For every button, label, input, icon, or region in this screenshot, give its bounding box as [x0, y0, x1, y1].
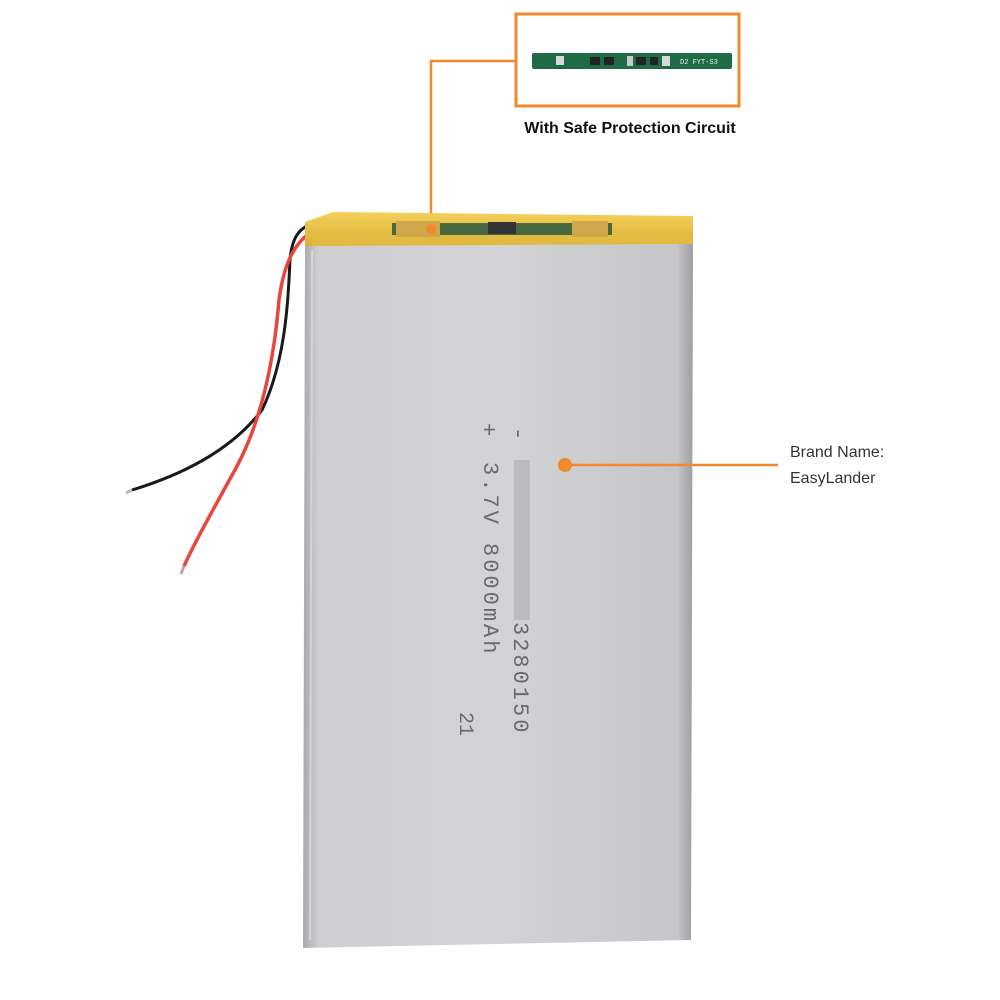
- pcb-component: [636, 57, 646, 65]
- terminal-plus-mark: +: [475, 423, 500, 436]
- red-wire: [182, 225, 323, 567]
- protection-circuit-label: With Safe Protection Circuit: [524, 120, 736, 137]
- battery-cell-body: [303, 244, 693, 948]
- pcb-marking: D2 FYT-S3: [680, 59, 718, 67]
- printed-markings: - + 3280150 3.7V 8000mAh 21: [453, 423, 532, 736]
- brand-name-value: EasyLander: [790, 470, 876, 487]
- solder-tab: [572, 221, 608, 237]
- pcb-component: [662, 56, 670, 66]
- red-wire-tip: [179, 565, 186, 575]
- pcb-component: [590, 57, 600, 65]
- pcb-component: [650, 57, 658, 65]
- pcb-chip: [488, 222, 516, 234]
- model-number-mark: 3280150: [507, 622, 532, 735]
- pcb-component: [627, 56, 633, 66]
- date-code-mark: 21: [453, 712, 476, 736]
- pcb-component: [604, 57, 614, 65]
- terminal-minus-mark: -: [505, 427, 530, 440]
- pcb-component: [556, 56, 564, 65]
- leader-endpoint-dot: [426, 224, 436, 234]
- battery-leads: [125, 220, 323, 575]
- callout-leader-line: [429, 59, 516, 229]
- lipo-battery: - + 3280150 3.7V 8000mAh 21: [303, 212, 693, 948]
- brand-label: Brand Name: EasyLander: [790, 440, 884, 492]
- protection-circuit-callout: D2 FYT-S3: [514, 12, 741, 108]
- black-wire: [131, 220, 319, 492]
- black-wire-tip: [125, 488, 133, 495]
- cell-edge-shine: [309, 249, 313, 941]
- brand-name-heading: Brand Name:: [790, 444, 885, 461]
- spec-mark: 3.7V 8000mAh: [477, 462, 502, 656]
- barcode-like-print: [514, 460, 530, 620]
- brand-callout: [558, 458, 778, 472]
